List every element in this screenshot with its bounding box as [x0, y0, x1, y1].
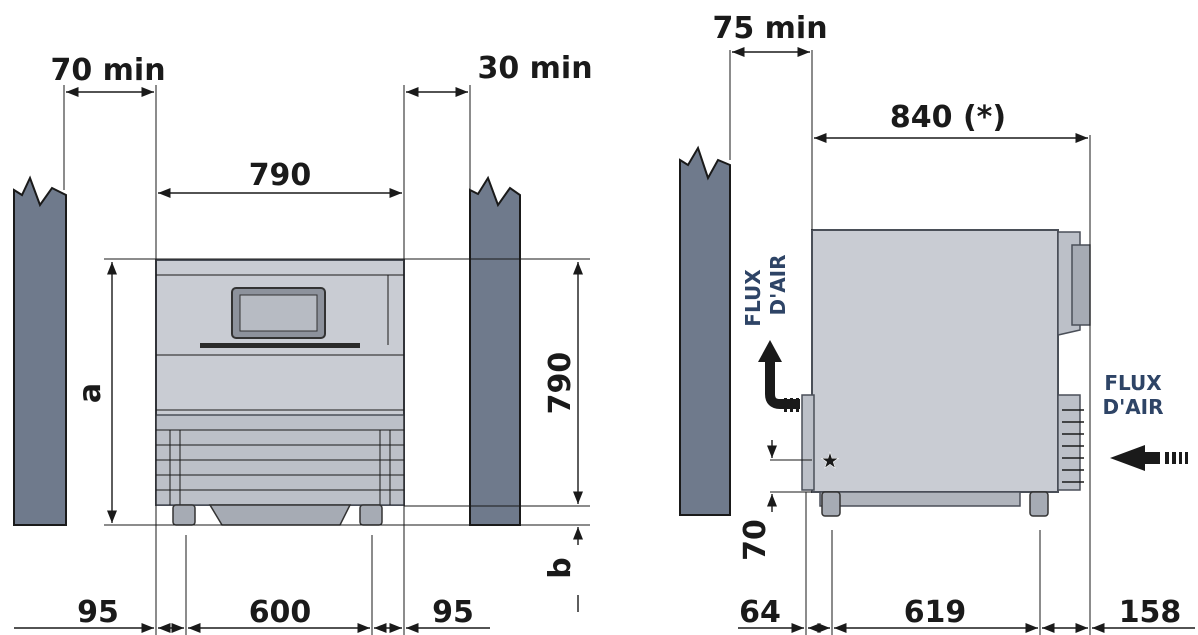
appliance-front	[155, 259, 405, 526]
appliance-side: ★	[801, 229, 1091, 517]
airflow-exhaust-arrow	[758, 340, 800, 412]
airflow-top-line1: FLUX	[741, 269, 765, 327]
airflow-right-line2: D'AIR	[1102, 395, 1163, 419]
depth-label: 840 (*)	[890, 100, 1006, 135]
side-bottom-center-label: 619	[904, 595, 967, 630]
vertical-70-label: 70	[738, 519, 773, 561]
right-clearance-label: 30 min	[477, 51, 592, 86]
bottom-center-label: 600	[249, 595, 312, 630]
drip-tray	[208, 504, 352, 526]
rear-wall	[679, 145, 731, 516]
side-bottom-right-label: 158	[1119, 595, 1182, 630]
airflow-right-line1: FLUX	[1104, 371, 1162, 395]
rear-clearance-label: 75 min	[712, 11, 827, 46]
bottom-left-label: 95	[77, 595, 119, 630]
door-handle-side	[1071, 244, 1091, 326]
right-wall	[469, 175, 521, 526]
airflow-intake-arrow	[1110, 445, 1188, 471]
left-wall	[13, 175, 67, 526]
left-clearance-label: 70 min	[50, 53, 165, 88]
side-view: ★ FLUX D'AIR FLUX D'AIR	[679, 11, 1195, 635]
bottom-right-label: 95	[432, 595, 474, 630]
width-label: 790	[249, 158, 312, 193]
side-bottom-left-label: 64	[739, 595, 781, 630]
left-foot	[172, 504, 196, 526]
height-b-label: b	[543, 557, 578, 578]
star-icon: ★	[820, 449, 840, 474]
height-label: 790	[543, 352, 578, 415]
right-foot	[359, 504, 383, 526]
side-foot-right	[1029, 491, 1049, 517]
front-view: 70 min 30 min 790 a 790 b 95 600 95	[13, 51, 593, 635]
height-a-label: a	[73, 383, 108, 403]
side-foot-left	[821, 491, 841, 517]
door-handle	[200, 343, 360, 348]
airflow-top-line2: D'AIR	[766, 254, 790, 315]
